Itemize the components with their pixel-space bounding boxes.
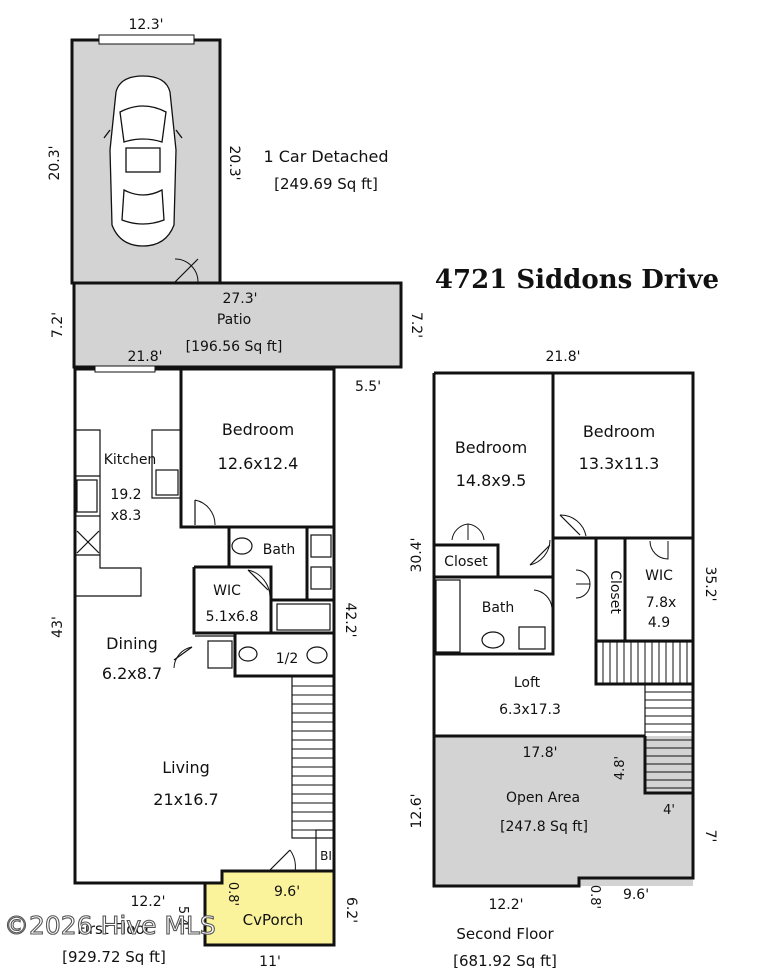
ff-dim-bottom: 12.2' (130, 894, 165, 910)
kitchen-dims-a: 19.2 (110, 487, 141, 503)
living-name: Living (162, 758, 210, 777)
built-in-label: BI (320, 849, 332, 863)
garage-dim-left: 20.3' (47, 145, 63, 180)
porch-dims: 9.6' (274, 884, 300, 900)
sf-dim-bottom-right: 9.6' (623, 887, 649, 903)
sf-wic-dims-a: 7.8x (646, 595, 677, 611)
sf-dim-bottom: 12.2' (488, 897, 523, 913)
ff-porch-left: 0.8' (225, 882, 240, 906)
sf-dim-lower-left: 12.6' (409, 793, 425, 828)
sf-bedroom-left-name: Bedroom (455, 438, 527, 457)
ff-wic-name: WIC (213, 583, 241, 599)
patio-dim-top: 27.3' (222, 291, 257, 307)
patio-dim-right: 7.2' (408, 312, 424, 338)
sf-dim-top: 21.8' (545, 349, 580, 365)
sf-dim-bottom-step: 0.8' (587, 885, 602, 909)
dining-dims: 6.2x8.7 (102, 664, 162, 683)
ff-dim-left: 43' (50, 616, 66, 638)
sf-bedroom-right-name: Bedroom (583, 422, 655, 441)
first-floor-walls (73, 367, 336, 885)
living-dims: 21x16.7 (153, 790, 218, 809)
garage-dim-top: 12.3' (128, 17, 163, 33)
kitchen-name: Kitchen (104, 452, 157, 468)
first-floor-stairs (292, 685, 334, 831)
patio-area (72, 281, 403, 369)
sf-title: Second Floor (456, 925, 554, 943)
ff-wic-dims: 5.1x6.8 (206, 609, 259, 625)
open-area-fill (434, 736, 693, 886)
ff-porch-side: 5.4' (175, 906, 190, 930)
patio-area-label: [196.56 Sq ft] (186, 339, 283, 355)
open-area-dims: 17.8' (522, 745, 557, 761)
ff-dim-right: 42.2' (342, 602, 358, 637)
sf-dim-left: 30.4' (409, 537, 425, 572)
kitchen-dims-b: x8.3 (111, 508, 142, 524)
loft-dims: 6.3x17.3 (499, 702, 561, 718)
dining-name: Dining (106, 634, 158, 653)
ff-bath-name: Bath (263, 542, 296, 558)
ff-area: [929.72 Sq ft] (62, 948, 166, 966)
second-floor-doors (451, 514, 669, 609)
sf-bath-name: Bath (482, 600, 515, 616)
sf-dim-right: 35.2' (702, 566, 718, 601)
second-floor-walls (432, 371, 695, 888)
patio-name: Patio (217, 312, 251, 328)
sf-closet-left: Closet (444, 554, 488, 570)
address-title: 4721 Siddons Drive (435, 265, 719, 295)
ff-porch-right: 6.2' (343, 897, 359, 923)
porch-name: CvPorch (243, 911, 304, 929)
sf-bedroom-left-dims: 14.8x9.5 (456, 471, 527, 490)
ff-porch-bottom: 11' (259, 954, 281, 968)
sf-wic-dims-b: 4.9 (648, 615, 670, 631)
first-floor-window (94, 365, 156, 373)
ff-bedroom-dims: 12.6x12.4 (218, 454, 299, 473)
watermark: ©2026 Hive MLS (4, 911, 216, 940)
porch-area (203, 869, 336, 947)
garage-dim-right: 20.3' (226, 145, 242, 180)
sf-closet-right: Closet (607, 570, 623, 614)
garage-title: 1 Car Detached (263, 147, 388, 166)
ff-title: First Floor (77, 920, 151, 938)
garage-window (98, 34, 195, 45)
ff-bedroom-name: Bedroom (222, 420, 294, 439)
sf-dim-stair-right: 4.8' (613, 756, 628, 780)
ff-dim-top: 21.8' (127, 349, 162, 365)
sf-dim-right-lower: 7' (702, 830, 718, 843)
sf-dim-stair-bottom: 4' (663, 803, 675, 818)
patio-dim-left: 7.2' (50, 312, 66, 338)
sf-bedroom-right-dims: 13.3x11.3 (579, 454, 660, 473)
ff-dim-right-offset: 5.5' (355, 379, 381, 395)
sf-area: [681.92 Sq ft] (453, 952, 557, 968)
loft-name: Loft (514, 675, 541, 691)
open-area-area: [247.8 Sq ft] (500, 819, 588, 835)
open-area-name: Open Area (506, 790, 580, 806)
sf-wic-name: WIC (645, 568, 673, 584)
first-floor-doors (173, 499, 296, 881)
second-floor-stairs (602, 642, 693, 789)
car-icon (103, 75, 183, 247)
half-bath-name: 1/2 (276, 651, 299, 667)
garage-area-label: [249.69 Sq ft] (274, 175, 378, 193)
